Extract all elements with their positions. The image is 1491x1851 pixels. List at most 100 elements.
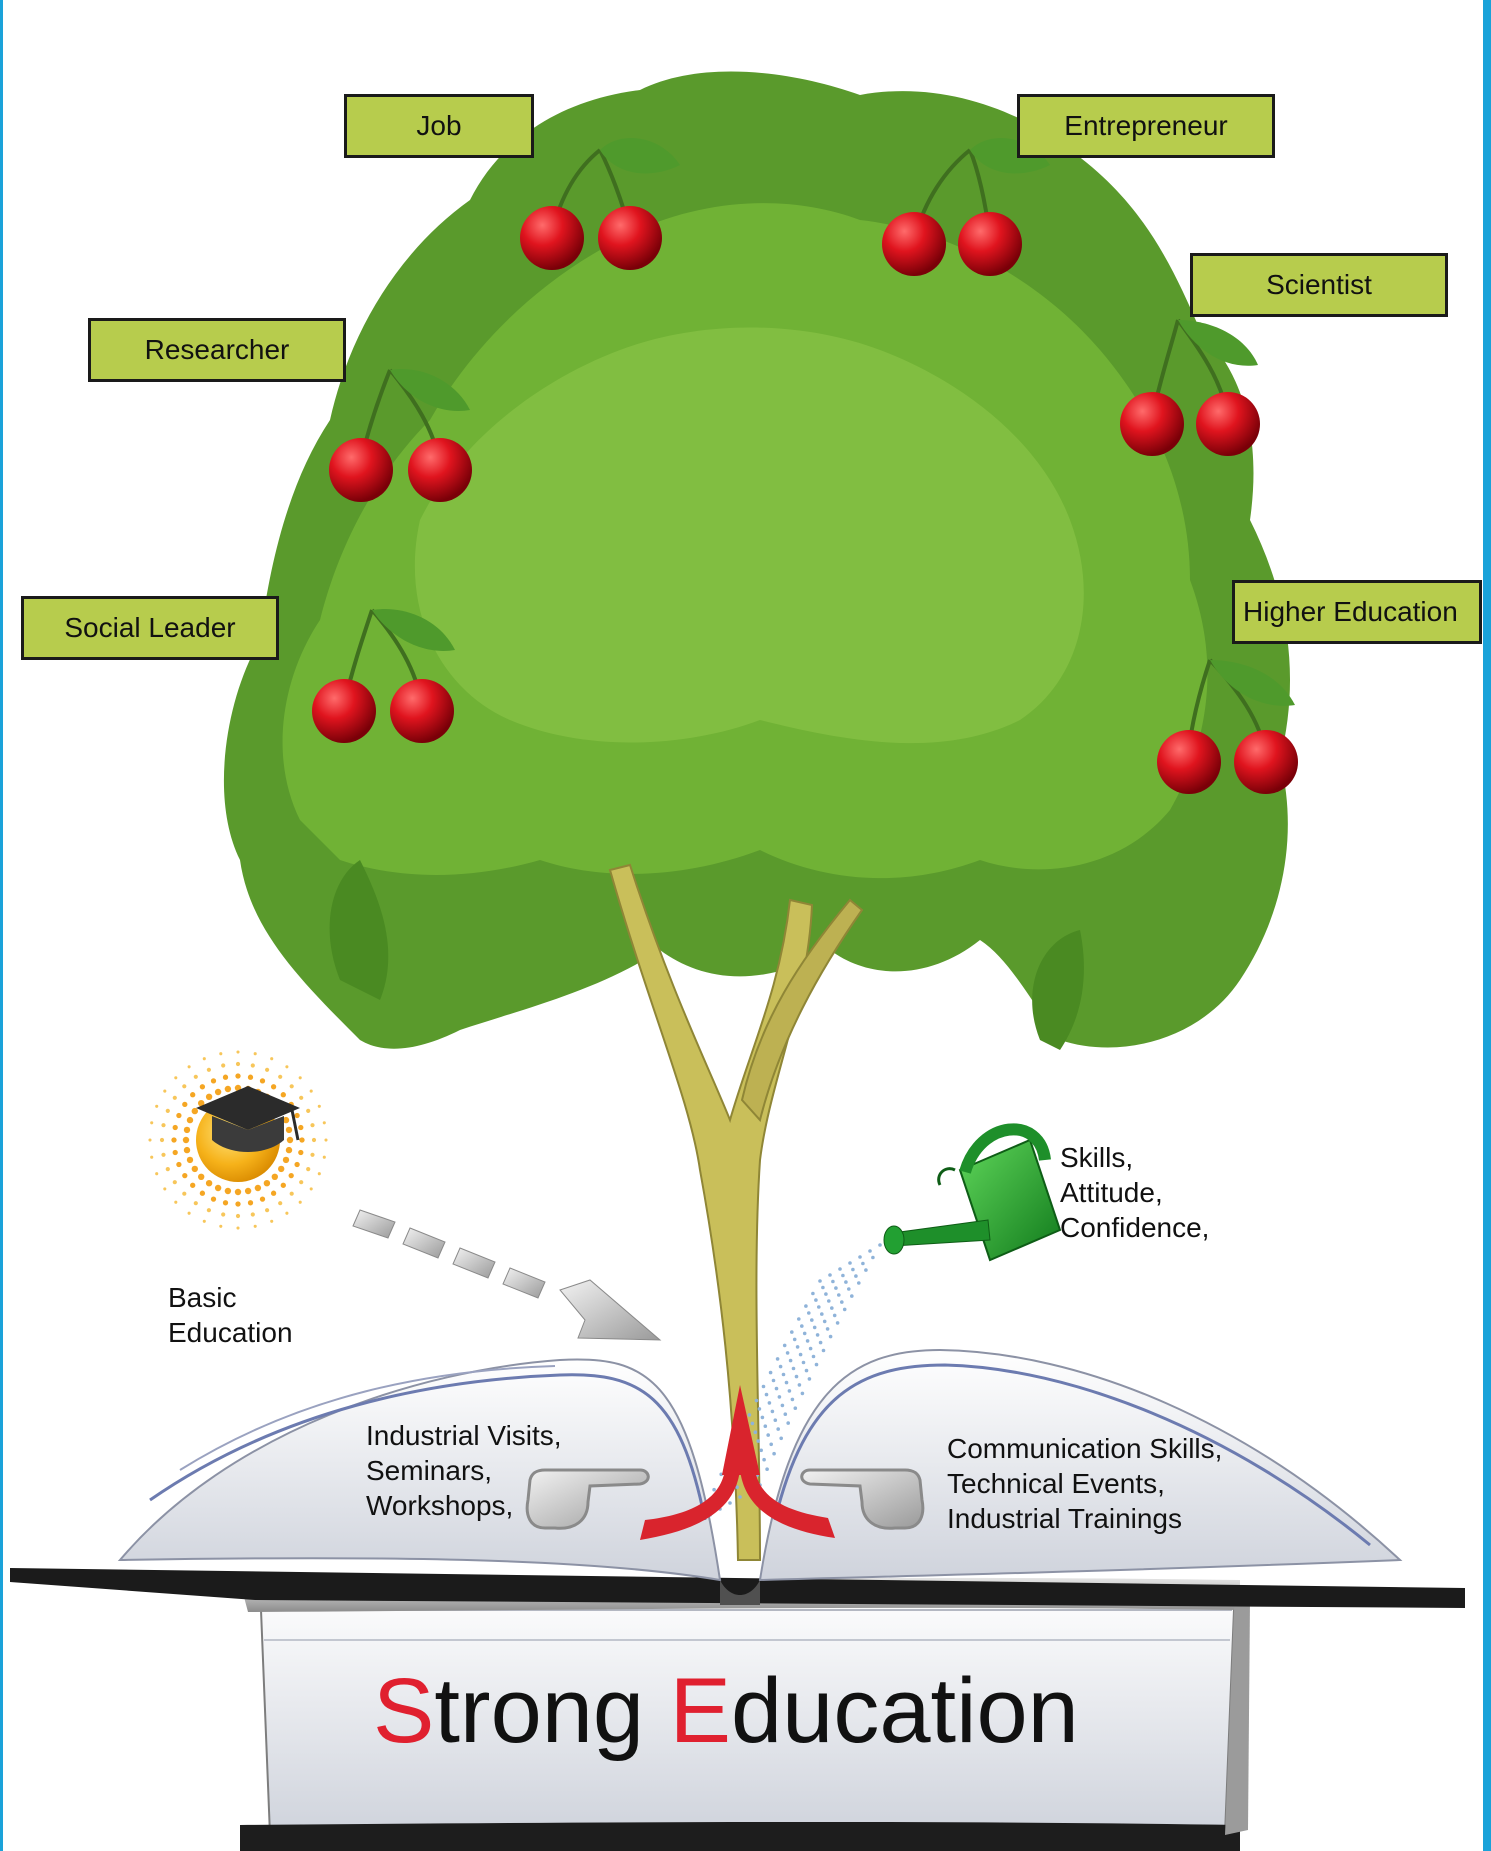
- sun-ray-dot: [318, 1172, 321, 1175]
- water-droplet: [818, 1279, 822, 1283]
- sun-ray-dot: [192, 1166, 198, 1172]
- sun-ray-dot: [248, 1200, 253, 1205]
- water-droplet: [772, 1379, 776, 1383]
- water-droplet: [814, 1298, 818, 1302]
- right-page-text: Communication Skills, Technical Events, …: [947, 1431, 1222, 1536]
- label-entrepreneur: Entrepreneur: [1017, 94, 1275, 158]
- water-droplet: [848, 1261, 852, 1265]
- label-researcher: Researcher: [88, 318, 346, 382]
- water-droplet: [841, 1274, 845, 1278]
- water-droplet: [755, 1399, 759, 1403]
- water-droplet: [817, 1305, 821, 1309]
- water-droplet: [776, 1357, 780, 1361]
- sun-ray-dot: [221, 1063, 225, 1067]
- basic-education-line-2: Education: [168, 1315, 293, 1350]
- dashed-arrow-icon: [353, 1210, 660, 1340]
- water-droplet: [837, 1293, 841, 1297]
- water-droplet: [847, 1287, 851, 1291]
- water-droplet: [762, 1458, 766, 1462]
- water-droplet: [858, 1255, 862, 1259]
- water-droplet: [824, 1292, 828, 1296]
- sun-ray-dot: [161, 1153, 165, 1157]
- water-droplet: [826, 1327, 830, 1331]
- water-droplet: [728, 1501, 732, 1505]
- water-droplet: [854, 1274, 858, 1278]
- water-droplet: [801, 1392, 805, 1396]
- sun-ray-dot: [270, 1057, 273, 1060]
- water-droplet: [816, 1333, 820, 1337]
- water-droplet: [813, 1326, 817, 1330]
- water-droplet: [756, 1439, 760, 1443]
- sun-ray-dot: [285, 1065, 288, 1068]
- sun-ray-dot: [236, 1226, 239, 1229]
- water-droplet: [834, 1286, 838, 1290]
- sun-ray-dot: [265, 1068, 269, 1072]
- water-droplet: [878, 1243, 882, 1247]
- water-droplet: [843, 1308, 847, 1312]
- nurture-line-3: Confidence,: [1060, 1210, 1209, 1245]
- sun-ray-dot: [194, 1075, 198, 1079]
- sun-ray-dot: [166, 1167, 170, 1171]
- title-word-2-rest: ducation: [731, 1660, 1079, 1762]
- water-droplet: [807, 1311, 811, 1315]
- water-droplet: [781, 1404, 785, 1408]
- sun-ray-dot: [265, 1208, 269, 1212]
- water-droplet: [776, 1427, 780, 1431]
- water-droplet: [806, 1339, 810, 1343]
- sun-ray-dot: [278, 1166, 284, 1172]
- sun-ray-dot: [248, 1075, 253, 1080]
- label-higher-education-text: Higher Education: [1243, 596, 1458, 628]
- sun-ray-dot: [173, 1180, 177, 1184]
- sun-ray-dot: [183, 1137, 189, 1143]
- sun-ray-dot: [264, 1180, 270, 1186]
- sun-ray-dot: [211, 1078, 216, 1083]
- sun-ray-dot: [294, 1113, 299, 1118]
- sun-ray-dot: [223, 1075, 228, 1080]
- sun-ray-dot: [163, 1187, 166, 1190]
- sun-ray-dot: [207, 1208, 211, 1212]
- water-droplet: [798, 1383, 802, 1387]
- sun-ray-dot: [174, 1201, 177, 1204]
- sun-ray-dot: [182, 1192, 186, 1196]
- sun-ray-dot: [173, 1125, 178, 1130]
- water-droplet: [810, 1318, 814, 1322]
- sun-ray-dot: [215, 1185, 221, 1191]
- water-droplet: [761, 1416, 765, 1420]
- sun-ray-dot: [171, 1137, 176, 1142]
- water-droplet: [783, 1344, 787, 1348]
- water-droplet: [771, 1410, 775, 1414]
- sun-ray-dot: [176, 1162, 181, 1167]
- sun-ray-dot: [219, 1225, 222, 1228]
- sun-ray-dot: [188, 1065, 191, 1068]
- water-droplet: [836, 1321, 840, 1325]
- water-droplet: [831, 1280, 835, 1284]
- sun-ray-dot: [163, 1090, 166, 1093]
- page-title: Strong Education: [373, 1665, 1079, 1757]
- water-droplet: [759, 1449, 763, 1453]
- sun-ray-dot: [281, 1183, 286, 1188]
- sun-ray-dot: [236, 1062, 240, 1066]
- sun-ray-dot: [299, 1137, 304, 1142]
- water-droplet: [827, 1299, 831, 1303]
- sun-ray-dot: [245, 1188, 251, 1194]
- water-droplet: [768, 1401, 772, 1405]
- sun-ray-dot: [310, 1123, 314, 1127]
- sun-ray-dot: [324, 1138, 327, 1141]
- water-droplet: [774, 1418, 778, 1422]
- sun-ray-dot: [298, 1125, 303, 1130]
- water-droplet: [772, 1452, 776, 1456]
- sun-ray-dot: [190, 1183, 195, 1188]
- water-droplet: [844, 1280, 848, 1284]
- sun-ray-dot: [281, 1092, 286, 1097]
- sun-ray-dot: [271, 1191, 276, 1196]
- nurture-line-2: Attitude,: [1060, 1175, 1209, 1210]
- water-droplet: [811, 1292, 815, 1296]
- label-scientist-text: Scientist: [1266, 269, 1372, 301]
- sun-ray-dot: [235, 1189, 241, 1195]
- watering-can-icon: [884, 1129, 1060, 1260]
- water-droplet: [822, 1349, 826, 1353]
- sun-ray-dot: [198, 1174, 204, 1180]
- sun-ray-dot: [166, 1109, 170, 1113]
- sun-ray-dot: [211, 1196, 216, 1201]
